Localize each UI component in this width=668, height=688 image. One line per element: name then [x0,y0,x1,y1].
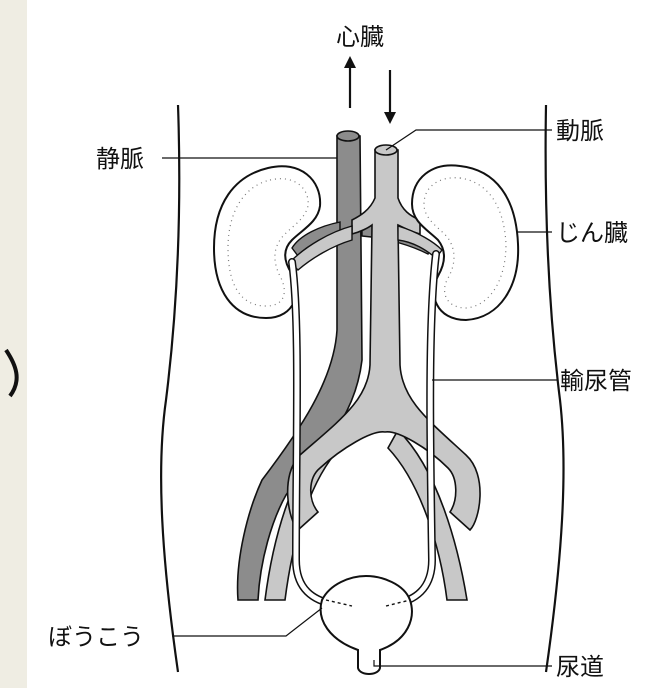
label-vein: 静脈 [96,144,144,174]
leader-bladder [172,608,322,636]
cropped-edge-mark [6,350,17,396]
vein-opening [337,131,359,141]
label-artery: 動脈 [556,116,604,146]
label-kidney: じん臓 [556,218,628,248]
body-outline-left [161,105,179,672]
label-urethra: 尿道 [556,652,604,682]
label-bladder: ぼうこう [48,622,144,652]
bladder-organ [321,576,412,674]
leader-urethra [374,660,552,666]
label-heart: 心臓 [336,22,384,52]
leader-artery [386,130,552,150]
arrow-up-icon [344,56,356,108]
arrow-down-icon [384,70,396,124]
label-ureter: 輸尿管 [560,366,632,396]
